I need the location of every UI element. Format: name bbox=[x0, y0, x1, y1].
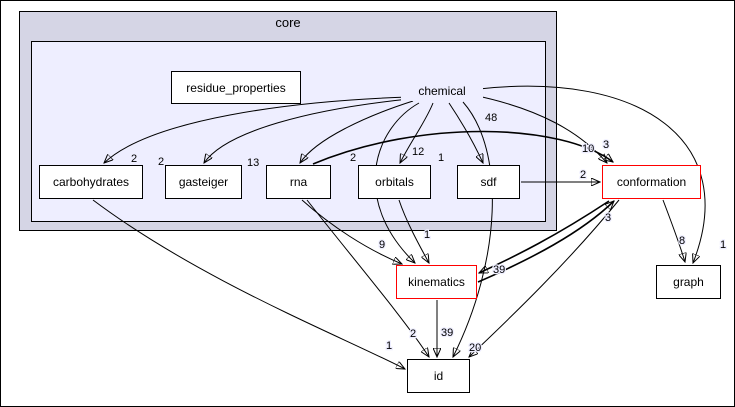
edge-label: 9 bbox=[379, 239, 385, 251]
edge-label: 2 bbox=[580, 169, 586, 181]
node-orbitals[interactable]: orbitals bbox=[358, 165, 431, 199]
edge-label: 3 bbox=[603, 139, 609, 151]
edge-label: 10 bbox=[582, 143, 594, 155]
edge-label: 8 bbox=[679, 235, 685, 247]
edge-label: 20 bbox=[469, 342, 481, 354]
node-sdf[interactable]: sdf bbox=[457, 165, 520, 199]
edge-label: 3 bbox=[605, 212, 611, 224]
cluster-core-label: core bbox=[275, 15, 301, 30]
node-carbohydrates[interactable]: carbohydrates bbox=[39, 165, 143, 199]
edge-label: 39 bbox=[441, 327, 453, 339]
edge-label: 2 bbox=[410, 328, 416, 340]
node-conformation[interactable]: conformation bbox=[602, 165, 701, 199]
node-rna[interactable]: rna bbox=[266, 165, 331, 199]
node-id[interactable]: id bbox=[407, 359, 470, 393]
edge-label: 1 bbox=[386, 340, 392, 352]
node-gasteiger[interactable]: gasteiger bbox=[165, 165, 242, 199]
node-chemical: chemical bbox=[401, 81, 483, 101]
node-kinematics[interactable]: kinematics bbox=[396, 265, 477, 299]
edge-label: 1 bbox=[720, 239, 726, 251]
node-graph[interactable]: graph bbox=[656, 265, 721, 299]
edge-label: 39 bbox=[493, 264, 505, 276]
edge-conformation-graph bbox=[662, 199, 685, 262]
node-residue-properties[interactable]: residue_properties bbox=[171, 71, 301, 104]
